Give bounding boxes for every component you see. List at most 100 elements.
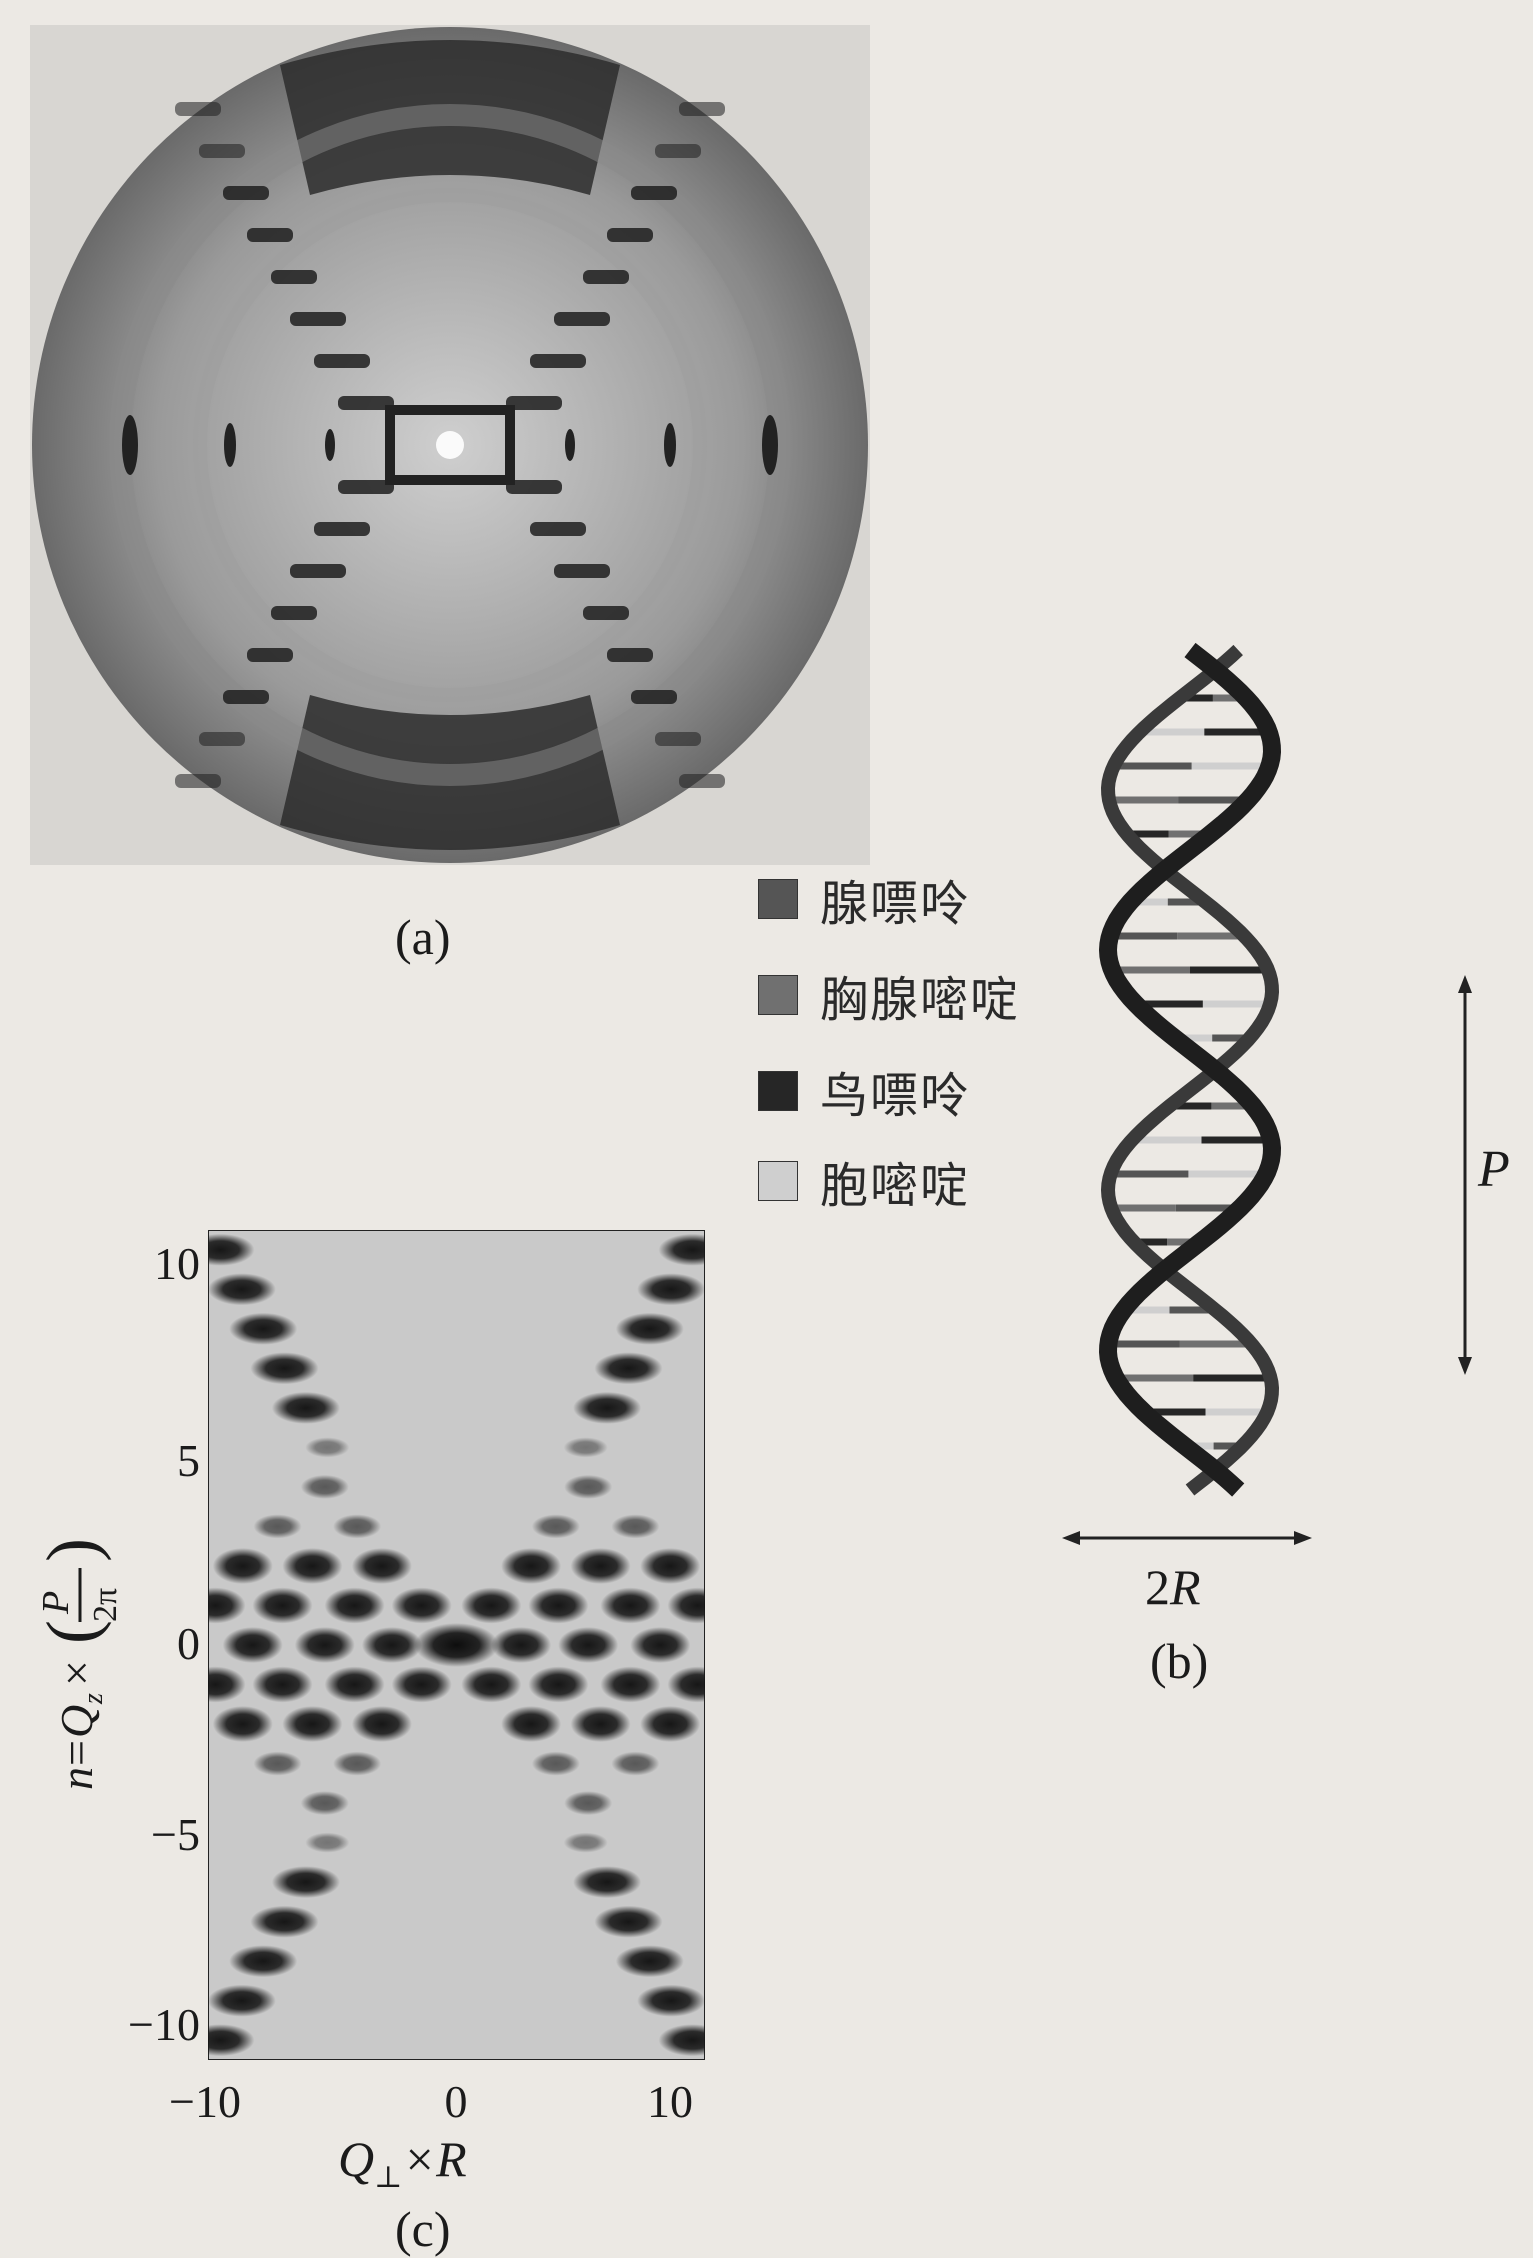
xtick-label: 10 [647, 2076, 693, 2127]
diffraction-spot [640, 1548, 701, 1584]
svg-text:=: = [51, 1740, 102, 1766]
svg-text:2π: 2π [87, 1588, 120, 1622]
legend-label: 胸腺嘧啶 [820, 972, 1021, 1028]
svg-text:): ) [32, 1538, 112, 1562]
diffraction-streak [199, 732, 245, 746]
diffraction-streak [290, 312, 346, 326]
diffraction-spot [271, 1866, 340, 1899]
diffraction-spot [611, 1751, 660, 1776]
diffraction-streak [314, 354, 370, 368]
layer-line-plot [208, 1230, 705, 2060]
diffraction-streak [655, 144, 701, 158]
diffraction-spot [333, 1514, 382, 1539]
diffraction-spot [501, 1548, 562, 1584]
legend-item: 鸟嘌呤 [758, 1060, 970, 1124]
diffraction-streak [290, 564, 346, 578]
diffraction-spot [222, 1627, 283, 1663]
diffraction-spot [528, 1666, 589, 1703]
xtick-label: 0 [444, 2076, 468, 2127]
diffraction-streak [679, 102, 725, 116]
diffraction-spot [305, 1437, 350, 1458]
diffraction-spot [351, 1548, 412, 1584]
diffraction-streak [506, 480, 562, 494]
diffraction-spot [528, 1587, 589, 1624]
diffraction-spot [501, 1706, 562, 1742]
legend-swatch [758, 975, 798, 1015]
diffraction-spot [491, 1627, 552, 1663]
panel-b [1040, 630, 1340, 1510]
diffraction-streak [338, 480, 394, 494]
diffraction-streak [583, 606, 629, 620]
diffraction-streak [271, 606, 317, 620]
legend-item: 胞嘧啶 [758, 1150, 970, 1214]
ytick-label: −10 [128, 1999, 200, 2050]
diffraction-spot [212, 1706, 273, 1742]
diffraction-spot [282, 1706, 343, 1742]
diffraction-streak [530, 522, 586, 536]
diffraction-spot [573, 1866, 642, 1899]
diffraction-streak [554, 564, 610, 578]
caption-b: (b) [1150, 1633, 1209, 1689]
diffraction-streak [607, 648, 653, 662]
diffraction-spot [564, 1474, 613, 1499]
diffraction-photo [30, 25, 870, 865]
ytick-label: 0 [177, 1618, 200, 1669]
diffraction-spot [563, 1437, 608, 1458]
diffraction-streak [530, 354, 586, 368]
diameter-label: 2R [1145, 1559, 1201, 1615]
pitch-label: P [1478, 1141, 1510, 1198]
diffraction-spot [570, 1706, 631, 1742]
legend-swatch [758, 1161, 798, 1201]
diffraction-spot [361, 1627, 422, 1663]
diffraction-spot [594, 1352, 663, 1385]
diffraction-spot [324, 1666, 385, 1703]
diffraction-spot [600, 1587, 661, 1624]
diffraction-spot [250, 1352, 319, 1385]
diffraction-spot [658, 2024, 705, 2057]
diffraction-spot [640, 1706, 701, 1742]
caption-a: (a) [395, 909, 451, 965]
diffraction-spot [300, 1791, 349, 1816]
diffraction-spot [637, 1273, 705, 1306]
svg-text:P: P [35, 1591, 77, 1615]
legend-swatch [758, 1071, 798, 1111]
diffraction-spot [253, 1514, 302, 1539]
ytick-label: −5 [151, 1809, 200, 1860]
diffraction-spot [667, 1666, 705, 1703]
diffraction-spot [294, 1627, 355, 1663]
diffraction-streak [271, 270, 317, 284]
diffraction-spot [531, 1514, 580, 1539]
diffraction-spot [305, 1832, 350, 1853]
diffraction-spot [573, 1391, 642, 1424]
diffraction-spot [658, 1233, 705, 1266]
diffraction-spot [391, 1587, 452, 1624]
diffraction-spot [351, 1706, 412, 1742]
diffraction-spot [208, 1666, 246, 1703]
diffraction-spot [630, 1627, 691, 1663]
ylabel: n = Q z × ( P 2π ) [32, 1538, 120, 1790]
dna-helix [1098, 642, 1282, 1497]
diffraction-spot [414, 1623, 499, 1667]
diffraction-streak [247, 648, 293, 662]
diffraction-streak [175, 774, 221, 788]
svg-text:n: n [51, 1767, 102, 1790]
diffraction-spot [229, 1945, 298, 1978]
diffraction-spot [252, 1666, 313, 1703]
diffraction-streak [199, 144, 245, 158]
diffraction-spot [611, 1514, 660, 1539]
diffraction-spot [461, 1666, 522, 1703]
diffraction-streak [506, 396, 562, 410]
diffraction-spot [594, 1905, 663, 1938]
legend-swatch [758, 879, 798, 919]
panel-a [30, 25, 870, 865]
diffraction-spot [637, 1984, 705, 2017]
xlabel: Q⊥×R [338, 2131, 467, 2194]
diffraction-spot [564, 1791, 613, 1816]
diffraction-spot [208, 1984, 276, 2017]
xtick-label: −10 [169, 2076, 241, 2127]
diffraction-streak [314, 522, 370, 536]
svg-text:(: ( [32, 1620, 112, 1644]
legend-item: 胸腺嘧啶 [758, 964, 1020, 1028]
diffraction-streak [223, 186, 269, 200]
diffraction-streak [554, 312, 610, 326]
